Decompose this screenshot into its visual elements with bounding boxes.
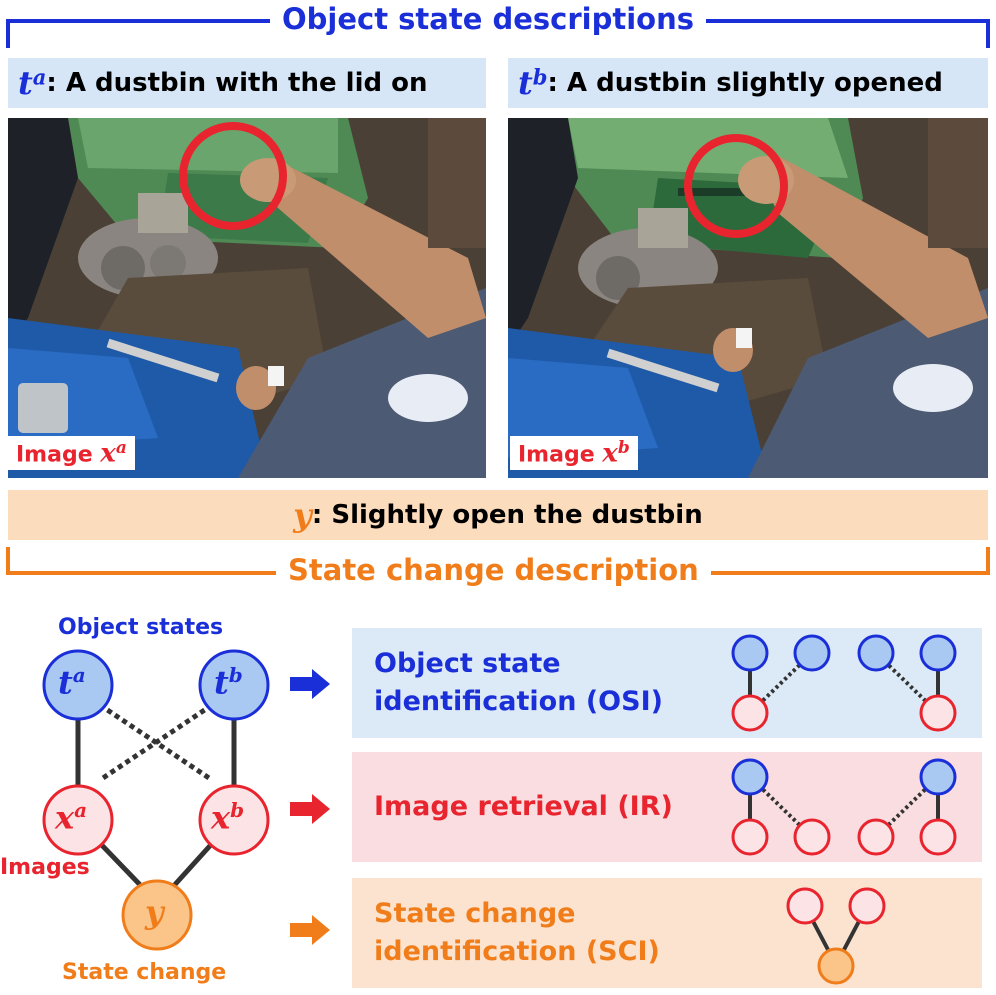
state-change-symbol: y [293,496,312,534]
node-tb [198,649,270,721]
state-change-text: : Slightly open the dustbin [311,500,703,530]
image-a-photo [8,118,486,478]
task-ir-line1: Image retrieval (IR) [374,791,673,822]
task-osi-line1: Object state [374,648,561,679]
sci-mini-graph [786,887,886,985]
arrow-ir-icon [290,794,330,824]
image-a-label: Image xa [8,436,135,471]
task-sci-line1: State change [374,898,576,929]
arrow-sci-icon [290,915,330,945]
node-xb-label: xb [211,798,245,837]
state-change-box: y : Slightly open the dustbin [8,490,988,540]
footer-title: State change description [276,553,711,587]
node-xb [198,784,270,856]
osi-mini-graph [731,634,957,732]
image-b-photo [508,118,988,478]
state-a-description: ta : A dustbin with the lid on [8,58,486,108]
node-xa-label: xa [55,798,88,837]
header-title: Object state descriptions [270,2,707,36]
state-change-label: State change [62,960,227,985]
node-y-label: y [145,893,164,931]
photo-b-drawing [508,118,988,478]
photo-a-drawing [8,118,486,478]
node-ta [42,649,114,721]
node-xa [42,784,114,856]
state-b-description: tb : A dustbin slightly opened [508,58,988,108]
state-a-text: : A dustbin with the lid on [46,68,428,98]
arrow-osi-icon [290,669,330,699]
node-y [121,879,193,951]
images-label: Images [0,855,90,880]
state-b-text: : A dustbin slightly opened [547,68,943,98]
image-b-label: Image xb [510,436,638,471]
node-tb-label: tb [214,663,243,702]
node-ta-label: ta [58,663,86,702]
relation-graph [42,649,270,951]
task-osi-line2: identification (OSI) [374,686,663,717]
object-states-label: Object states [58,615,224,640]
ir-mini-graph [731,758,957,856]
task-sci-line2: identification (SCI) [374,936,660,967]
state-a-symbol: ta [18,64,47,102]
state-b-symbol: tb [518,64,548,102]
